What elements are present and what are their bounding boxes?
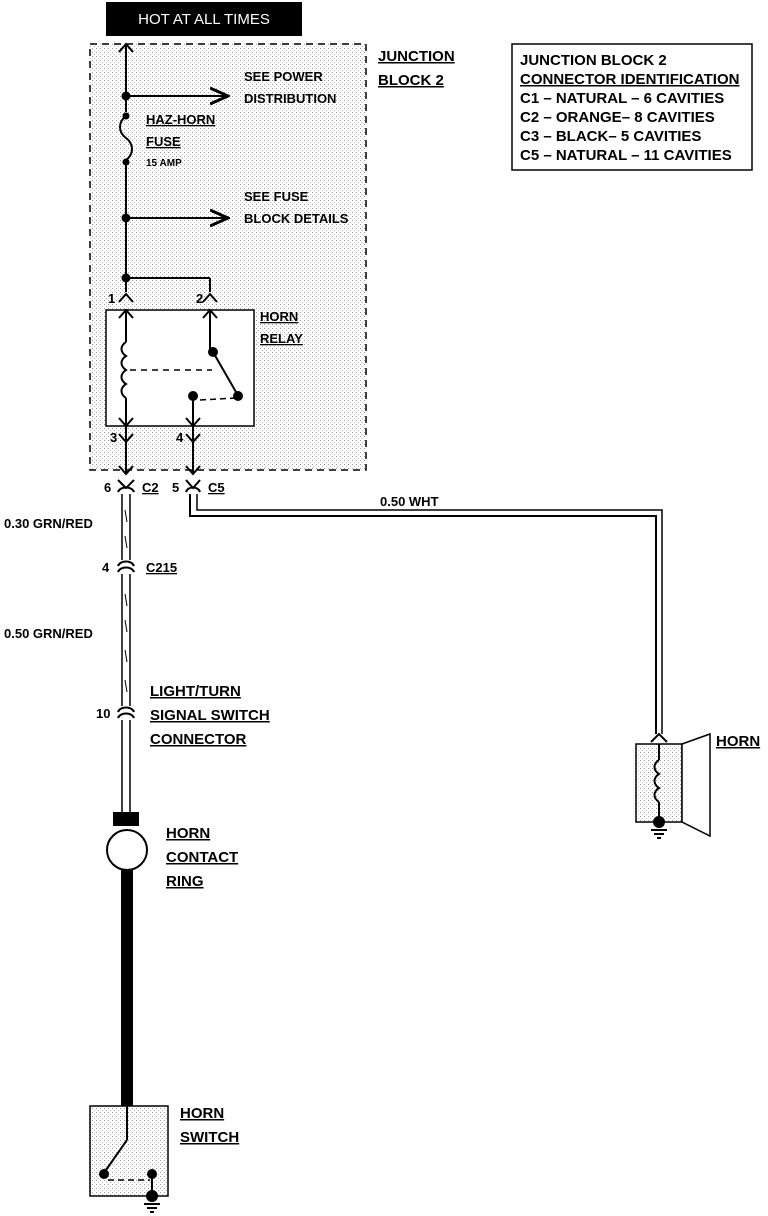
c215-pin: 4 [102,560,110,575]
c2-label: C2 [142,480,159,495]
c5-label: C5 [208,480,225,495]
legend-row-c5: C5 – NATURAL – 11 CAVITIES [520,147,732,164]
wire-label-wht: 0.50 WHT [380,494,439,509]
legend-row-c2: C2 – ORANGE– 8 CAVITIES [520,109,715,126]
horn-contact-ring [106,812,148,871]
c2-pin: 6 [104,480,111,495]
legend-subtitle: CONNECTOR IDENTIFICATION [520,71,739,88]
see-fuse-text-2: BLOCK DETAILS [244,211,349,226]
relay-name-2: RELAY [260,331,303,346]
c215-label: C215 [146,560,177,575]
legend-row-c1: C1 – NATURAL – 6 CAVITIES [520,90,724,107]
wire-to-contact-ring [121,720,131,812]
fuse-rating: 15 AMP [146,158,182,169]
junction-block-label-2: BLOCK 2 [378,72,444,89]
relay-pin-2: 2 [196,291,203,306]
contact-ring-label-2: CONTACT [166,849,238,866]
header-title: HOT AT ALL TIMES [138,11,270,28]
switch-conn-label-1: LIGHT/TURN [150,683,241,700]
wht-wire [189,494,663,734]
fuse-name-2: FUSE [146,134,181,149]
connector-switch [117,706,135,719]
horn-label: HORN [716,733,760,750]
steering-column-wire [121,870,133,1106]
c5-pin: 5 [172,480,179,495]
connector-legend-table: JUNCTION BLOCK 2 CONNECTOR IDENTIFICATIO… [511,43,753,171]
horn-switch-label-1: HORN [180,1105,224,1122]
relay-pin-1: 1 [108,291,115,306]
switch-conn-label-3: CONNECTOR [150,731,247,748]
horn-relay [105,308,255,428]
relay-pin-4: 4 [176,430,184,445]
contact-ring-label-1: HORN [166,825,210,842]
header-bar: HOT AT ALL TIMES [106,2,302,36]
grn-red-wire-2 [121,574,131,706]
junction-block-label-1: JUNCTION [378,48,455,65]
grn-red-wire-1 [121,494,131,560]
horn-switch-label-2: SWITCH [180,1129,239,1146]
wire-label-2: 0.50 GRN/RED [4,626,93,641]
connector-c2 [117,479,135,493]
see-power-text-2: DISTRIBUTION [244,91,336,106]
wire-label-1: 0.30 GRN/RED [4,516,93,531]
horn-symbol [635,732,711,839]
feed-wire [118,42,228,112]
switch-conn-pin: 10 [96,706,110,721]
legend-title: JUNCTION BLOCK 2 [520,52,667,69]
see-power-text-1: SEE POWER [244,69,323,84]
contact-ring-label-3: RING [166,873,204,890]
relay-name-1: HORN [260,309,298,324]
see-fuse-text-1: SEE FUSE [244,189,309,204]
horn-switch [89,1105,169,1213]
connector-c215 [117,560,135,573]
fuse-name-1: HAZ-HORN [146,112,215,127]
legend-row-c3: C3 – BLACK– 5 CAVITIES [520,128,701,145]
connector-c5 [185,479,201,493]
relay-pin-3: 3 [110,430,117,445]
switch-conn-label-2: SIGNAL SWITCH [150,707,270,724]
